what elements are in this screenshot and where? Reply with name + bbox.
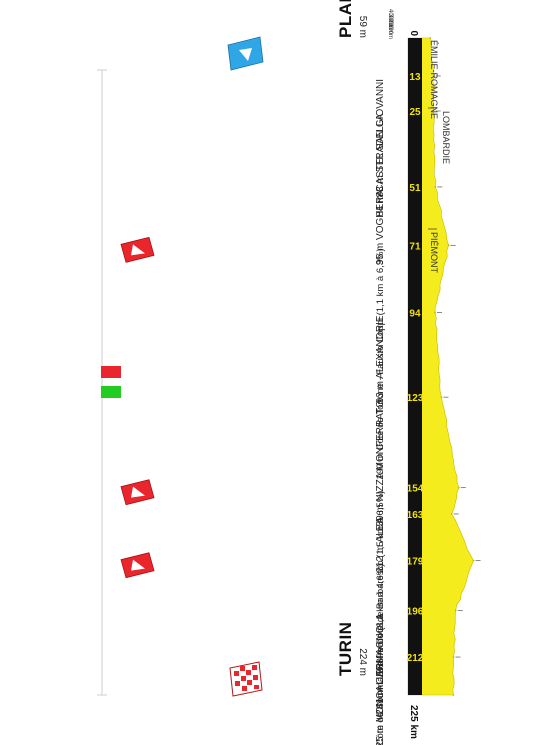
profile-point	[452, 694, 455, 696]
climb-mountain-icon	[131, 559, 145, 571]
altitude-scale-tick: 400m	[387, 9, 393, 24]
town-name: CASTEL SAN GIOVANNI	[375, 79, 386, 192]
start-marker: 59 m PLAISANCE	[227, 0, 368, 71]
climb-mountain-icon	[131, 486, 145, 498]
town-name: Côte de Barbaresco (1,5 km à 6,5%)	[375, 491, 386, 645]
profile-point	[452, 656, 455, 658]
town-name: Côte de Sommariva Perno (3,1 km à 4,6%)	[375, 564, 386, 745]
town-label: 241 m CARMAGNOLA	[375, 613, 386, 715]
profile-point	[454, 609, 457, 612]
finish-altitude: 224 m	[357, 648, 368, 676]
climb-label: 190 m Côte de Tortone - Fausto Coppi (1,…	[375, 248, 386, 479]
start-km-label: 0	[408, 30, 419, 36]
km-marker-label: 123	[407, 393, 424, 404]
town-label: 93 m ALEXANDRIE	[375, 315, 386, 403]
town-altitude: 212 m	[375, 543, 386, 573]
km-marker-label: 179	[407, 557, 424, 568]
start-arrow-icon	[239, 48, 252, 61]
finish-town-name: TURIN	[336, 622, 355, 676]
town-name: MONCALIERI	[375, 660, 386, 722]
town-name: VOGHERA	[375, 190, 386, 240]
town-label: 84 m CASTEL SAN GIOVANNI	[375, 79, 386, 217]
climb-label: 368 m Côte de Sommariva Perno (3,1 km à …	[375, 564, 386, 745]
finish-flag-icon	[229, 661, 263, 697]
town-name: Côte de Tortone - Fausto Coppi (1,1 km à…	[375, 248, 386, 450]
start-altitude: 59 m	[357, 16, 368, 38]
chart-marks: 13 84 m CASTEL SAN GIOVANNI 25 83 m STRADEL…	[120, 37, 481, 745]
profile-point	[432, 110, 435, 112]
elevation-profile-area	[407, 37, 474, 696]
profile-point	[472, 559, 475, 562]
town-altitude: 95 m	[375, 240, 386, 265]
region-labels: ÉMILIE-ROMAGNE LOMBARDIE PIÉMONT	[428, 40, 451, 274]
timeline-bar	[97, 69, 121, 696]
town-label: 95 m VOGHERA	[375, 190, 386, 265]
town-label: 212 m ALBA	[375, 517, 386, 573]
altitude-scale-tick: 100m	[387, 24, 393, 39]
town-altitude: 84 m	[375, 192, 386, 217]
km-marker-label: 212	[407, 653, 424, 664]
town-name: NIZZA MONFERRATO	[375, 400, 386, 502]
km-marker-label: 25	[409, 107, 421, 118]
flag-red-stripe	[101, 366, 121, 378]
town-name: STRADELLA	[375, 114, 386, 173]
km-marker-label: 51	[409, 183, 421, 194]
town-name: ALEXANDRIE	[375, 315, 386, 379]
climb-flag-icon	[120, 552, 155, 579]
profile-point	[447, 244, 450, 247]
road-band	[408, 38, 422, 695]
profile-point	[429, 37, 432, 39]
km-marker-label: 196	[407, 606, 424, 617]
region-label-piemont: PIÉMONT	[429, 232, 439, 274]
altitude-scale-tick: 200m	[387, 19, 393, 34]
start-town-name: PLAISANCE	[336, 0, 355, 38]
profile-point	[432, 75, 435, 77]
town-label: 139 m NIZZA MONFERRATO	[375, 400, 386, 532]
profile-point	[434, 311, 436, 314]
profile-point	[450, 513, 453, 515]
region-label-lombardie: LOMBARDIE	[441, 111, 451, 164]
town-name: CARMAGNOLA	[375, 613, 386, 684]
km-marker-label: 163	[407, 510, 424, 521]
km-marker-label: 13	[409, 72, 421, 83]
total-km-label: 225 km	[408, 705, 419, 739]
climb-label: 263 m Côte de Barbaresco (1,5 km à 6,5%)	[375, 491, 386, 674]
profile-point	[434, 186, 437, 188]
town-altitude: 225 m	[375, 722, 386, 745]
km-marker-label: 71	[409, 241, 421, 252]
town-altitude: 190 m	[375, 450, 386, 479]
altitude-scale: 100m 200m 300m 400m	[387, 9, 393, 39]
town-altitude: 83 m	[375, 172, 386, 197]
town-altitude: 93 m	[375, 379, 386, 403]
km-marker-label: 94	[409, 308, 421, 319]
flag-green-stripe	[101, 386, 121, 398]
region-label-emilie-romagne: ÉMILIE-ROMAGNE	[429, 40, 439, 119]
profile-point	[457, 486, 460, 489]
town-label: 83 m STRADELLA	[375, 114, 386, 198]
climb-flag-icon	[120, 479, 155, 506]
km-marker-label: 154	[407, 484, 424, 495]
town-altitude: 263 m	[375, 645, 386, 674]
town-altitude: 139 m	[375, 501, 386, 532]
altitude-scale-tick: 300m	[387, 14, 393, 29]
profile-point	[440, 396, 443, 399]
climb-mountain-icon	[131, 244, 145, 256]
town-label: 225 m MONCALIERI	[375, 660, 386, 745]
climb-flag-icon	[120, 236, 155, 263]
town-name: ALBA	[375, 517, 386, 543]
town-altitude: 241 m	[375, 684, 386, 715]
finish-marker: 224 m TURIN	[229, 622, 368, 697]
